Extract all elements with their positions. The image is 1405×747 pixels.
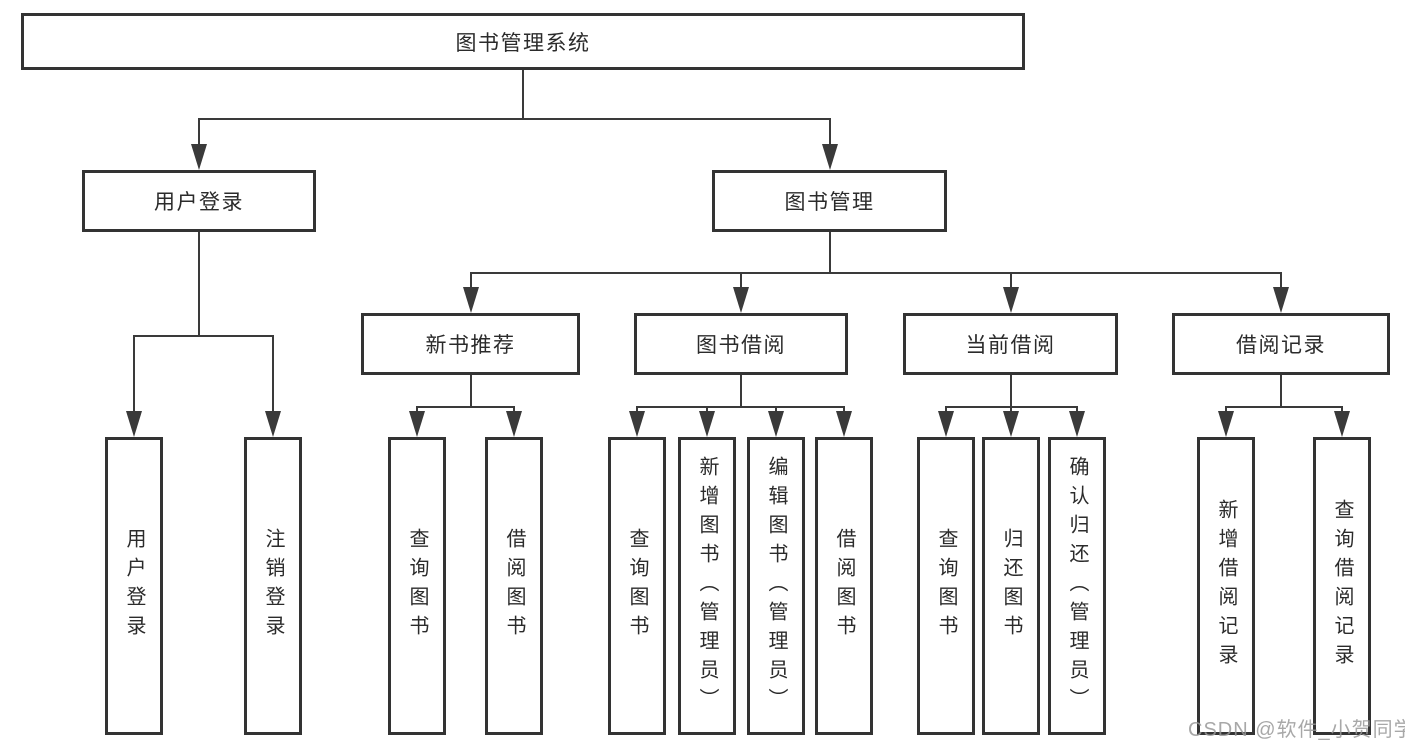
node-root: 图书管理系统 [21, 13, 1025, 70]
csdn-watermark: CSDN @软件_小贺同学 [1188, 719, 1405, 741]
arrowhead-into-current-borrow [1002, 287, 1019, 313]
node-rec-query-book: 查询图书 [388, 437, 446, 735]
edge-drop-bor-borrow-book [843, 406, 845, 415]
node-label-user-login: 用户登录 [154, 191, 244, 214]
node-cur-confirm-ret: 确认归还（管理员） [1048, 437, 1106, 735]
arrowhead-into-bor-edit-book [768, 411, 784, 437]
node-label-rcd-query-record: 查询借阅记录 [1331, 499, 1353, 673]
node-label-bor-query-book: 查询图书 [626, 528, 648, 644]
node-current-borrow: 当前借阅 [903, 313, 1118, 375]
edge-stem-user-login [198, 232, 200, 337]
arrowhead-into-bor-add-book [699, 411, 715, 437]
node-label-bor-edit-book: 编辑图书（管理员） [765, 455, 787, 717]
arrowhead-into-book-borrow [733, 287, 749, 313]
node-label-book-borrow: 图书借阅 [696, 334, 786, 357]
node-bor-borrow-book: 借阅图书 [815, 437, 873, 735]
node-label-logout-action: 注销登录 [262, 528, 284, 644]
node-label-bor-borrow-book: 借阅图书 [833, 528, 855, 644]
edge-drop-cur-return-book [1010, 406, 1012, 415]
node-book-mgmt: 图书管理 [712, 170, 947, 232]
arrowhead-into-rcd-add-record [1218, 411, 1234, 437]
node-label-root: 图书管理系统 [455, 31, 591, 55]
edge-drop-cur-confirm-ret [1076, 406, 1078, 415]
arrowhead-into-logout-action [265, 411, 281, 437]
node-logout-action: 注销登录 [244, 437, 302, 735]
edge-stem-book-borrow [740, 375, 742, 408]
arrowhead-into-book-mgmt [821, 144, 838, 170]
node-borrow-records: 借阅记录 [1172, 313, 1390, 375]
node-bor-add-book: 新增图书（管理员） [678, 437, 736, 735]
node-cur-query-book: 查询图书 [917, 437, 975, 735]
node-label-cur-query-book: 查询图书 [935, 528, 957, 644]
node-user-login: 用户登录 [82, 170, 316, 232]
edge-drop-user-login [198, 118, 200, 148]
edge-drop-new-book-rec [469, 272, 472, 291]
node-label-rec-borrow-book: 借阅图书 [503, 528, 525, 644]
arrowhead-into-rec-borrow-book [506, 411, 522, 437]
edge-drop-current-borrow [1009, 272, 1012, 291]
edge-branch-user-login [133, 335, 274, 337]
node-rcd-query-record: 查询借阅记录 [1313, 437, 1371, 735]
edge-branch-book-mgmt [469, 272, 1282, 274]
edge-drop-rcd-add-record [1225, 406, 1227, 415]
node-label-new-book-rec: 新书推荐 [425, 334, 516, 357]
edge-stem-book-mgmt [828, 232, 831, 274]
edge-branch-book-borrow [636, 406, 845, 408]
arrowhead-into-new-book-rec [462, 287, 479, 313]
edge-drop-bor-query-book [636, 406, 638, 415]
edge-drop-book-borrow [740, 272, 742, 291]
node-new-book-rec: 新书推荐 [361, 313, 580, 375]
edge-drop-borrow-records [1280, 272, 1282, 291]
edge-stem-new-book-rec [469, 375, 472, 408]
arrowhead-into-cur-confirm-ret [1069, 411, 1085, 437]
edge-drop-book-mgmt [828, 118, 831, 148]
arrowhead-into-rec-query-book [409, 411, 425, 437]
node-label-cur-return-book: 归还图书 [1000, 528, 1022, 644]
node-label-rcd-add-record: 新增借阅记录 [1215, 499, 1237, 673]
node-cur-return-book: 归还图书 [982, 437, 1040, 735]
edge-branch-borrow-records [1225, 406, 1343, 408]
node-label-borrow-records: 借阅记录 [1236, 334, 1326, 357]
node-book-borrow: 图书借阅 [634, 313, 848, 375]
node-label-current-borrow: 当前借阅 [965, 334, 1056, 357]
arrowhead-into-bor-query-book [629, 411, 645, 437]
node-login-action: 用户登录 [105, 437, 163, 735]
edge-drop-bor-add-book [706, 406, 708, 415]
edge-drop-login-action [133, 335, 135, 415]
arrowhead-into-login-action [126, 411, 142, 437]
node-bor-edit-book: 编辑图书（管理员） [747, 437, 805, 735]
edge-branch-new-book-rec [416, 406, 515, 408]
node-rcd-add-record: 新增借阅记录 [1197, 437, 1255, 735]
edge-stem-root [522, 70, 524, 120]
edge-drop-bor-edit-book [775, 406, 777, 415]
edge-branch-root [198, 118, 831, 120]
arrowhead-into-bor-borrow-book [836, 411, 852, 437]
arrowhead-into-borrow-records [1273, 287, 1289, 313]
arrowhead-into-rcd-query-record [1334, 411, 1350, 437]
node-label-bor-add-book: 新增图书（管理员） [696, 455, 718, 717]
edge-drop-cur-query-book [945, 406, 947, 415]
node-label-cur-confirm-ret: 确认归还（管理员） [1066, 455, 1088, 717]
edge-stem-current-borrow [1009, 375, 1012, 408]
node-bor-query-book: 查询图书 [608, 437, 666, 735]
arrowhead-into-cur-query-book [938, 411, 954, 437]
node-label-rec-query-book: 查询图书 [406, 528, 428, 644]
node-label-book-mgmt: 图书管理 [784, 191, 875, 214]
edge-stem-borrow-records [1280, 375, 1282, 408]
arrowhead-into-cur-return-book [1003, 411, 1019, 437]
arrowhead-into-user-login [191, 144, 207, 170]
node-rec-borrow-book: 借阅图书 [485, 437, 543, 735]
node-label-login-action: 用户登录 [123, 528, 145, 644]
edge-drop-rec-query-book [416, 406, 418, 415]
edge-drop-logout-action [272, 335, 274, 415]
edge-drop-rcd-query-record [1341, 406, 1343, 415]
edge-drop-rec-borrow-book [513, 406, 515, 415]
